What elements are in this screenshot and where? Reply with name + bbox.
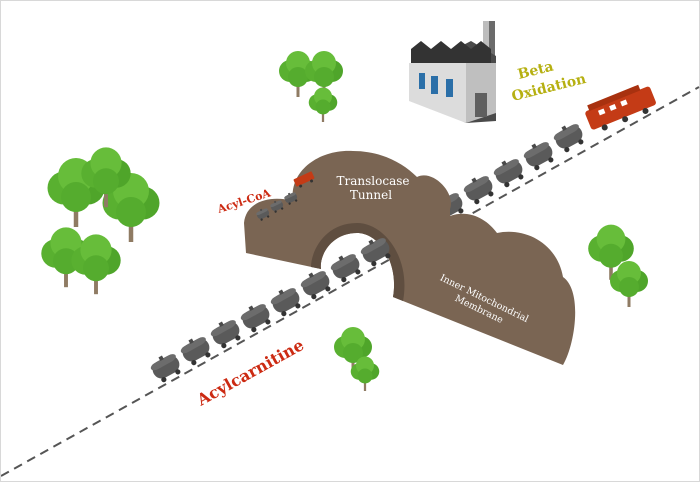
rail-track	[1, 86, 700, 477]
locomotive-icon-small	[293, 171, 315, 188]
translocase-label-line2: Tunnel	[350, 188, 392, 202]
locomotive-icon	[585, 84, 656, 131]
tree-cluster-right	[588, 224, 648, 307]
acylcarnitine-label: Acylcarnitine	[193, 335, 307, 410]
train-acyl-coa	[255, 171, 315, 222]
tree-cluster-bottom	[334, 327, 380, 391]
tree-cluster-top	[279, 51, 343, 122]
factory-icon	[409, 21, 496, 123]
translocase-label-line1: Translocase	[337, 174, 410, 188]
train-cars-upper	[430, 119, 588, 224]
tree-cluster-left	[41, 147, 160, 295]
